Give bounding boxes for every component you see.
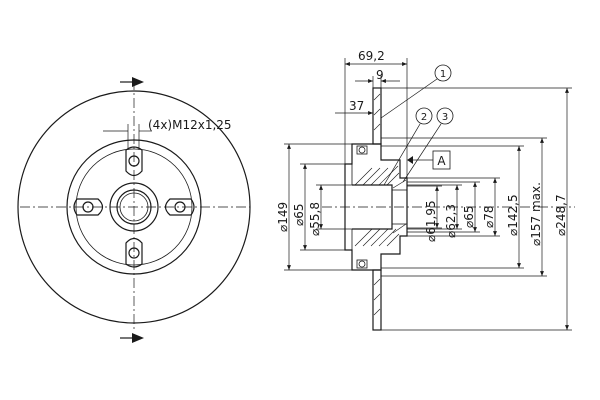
dimension-69-2: 69,2: [344, 49, 408, 178]
dim-62-3-label: 62,3: [444, 204, 458, 231]
front-view: (4x)M12x1,25: [17, 77, 251, 343]
balloon-1: 1: [380, 64, 452, 119]
svg-text:⌀65: ⌀65: [292, 203, 306, 226]
side-section-view: 69,2 9 37 1 2 3: [276, 49, 575, 331]
dimension-9: 9: [355, 68, 400, 88]
datum-label: A: [437, 154, 446, 168]
datum-a: A: [407, 150, 451, 170]
dim-149-label: 149: [276, 202, 290, 225]
svg-text:⌀149: ⌀149: [276, 202, 290, 232]
dim-61-95-label: 61,95: [424, 200, 438, 234]
dimension-37: 37: [335, 99, 373, 115]
dim-248-7-label: 248,7: [554, 194, 568, 228]
svg-text:⌀61,95: ⌀61,95: [424, 200, 438, 242]
dim-37-label: 37: [349, 99, 364, 113]
svg-text:⌀157 max.: ⌀157 max.: [529, 182, 543, 246]
dim-diameter-142-5: ⌀142,5: [381, 145, 524, 269]
svg-text:⌀65: ⌀65: [462, 205, 476, 228]
svg-text:⌀62,3: ⌀62,3: [444, 204, 458, 238]
balloon-3: 3: [402, 107, 454, 183]
dim-diameter-149: ⌀149: [276, 143, 352, 271]
dim-diameter-65-outer: ⌀65: [292, 163, 345, 251]
balloon-2-label: 2: [421, 112, 427, 123]
section-arrow-bottom: [120, 333, 144, 343]
section-arrow-top: [120, 77, 144, 87]
dim-65-outer-label: 65: [292, 203, 306, 218]
disc-plate-top: [372, 87, 382, 145]
dim-157-label: 157 max.: [529, 182, 543, 239]
balloon-2: 2: [383, 107, 433, 186]
dim-55-8-label: 55,8: [308, 202, 322, 229]
bolt-thread-note: (4x)M12x1,25: [148, 118, 232, 132]
dim-9-label: 9: [376, 68, 384, 82]
dim-diameter-61-95: ⌀61,95: [407, 185, 442, 242]
dim-65-inner-label: 65: [462, 205, 476, 220]
section-hatching: [354, 93, 407, 316]
balloon-3-label: 3: [442, 112, 448, 123]
svg-text:⌀142,5: ⌀142,5: [506, 194, 520, 236]
dim-69-2-label: 69,2: [358, 49, 385, 63]
dim-diameter-248-7: ⌀248,7: [381, 87, 572, 331]
dim-78-label: 78: [482, 205, 496, 220]
svg-text:⌀78: ⌀78: [482, 205, 496, 228]
wheel-stud-bottom: [356, 259, 368, 269]
svg-text:⌀248,7: ⌀248,7: [554, 194, 568, 236]
dim-diameter-55-8: ⌀55,8: [308, 184, 352, 236]
balloon-1-label: 1: [440, 69, 446, 80]
dim-diameter-62-3: ⌀62,3: [407, 184, 462, 238]
dim-142-5-label: 142,5: [506, 194, 520, 228]
svg-text:⌀55,8: ⌀55,8: [308, 202, 322, 236]
dim-diameter-65-inner: ⌀65: [407, 181, 480, 233]
dim-diameter-78: ⌀78: [400, 177, 500, 237]
wheel-stud-top: [356, 145, 368, 155]
dim-diameter-157-max: ⌀157 max.: [381, 137, 547, 277]
